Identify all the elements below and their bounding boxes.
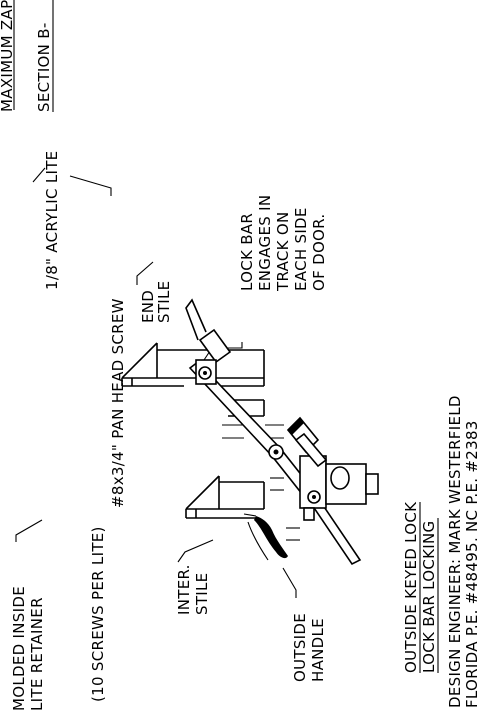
label-section: SECTION B- [35, 22, 53, 112]
design-engineer-block: DESIGN ENGINEER: MARK WESTERFIELD FLORID… [446, 395, 477, 708]
label-inter-stile-line2: STILE [193, 573, 211, 615]
break-lines [222, 424, 300, 541]
label-outside-handle-line2: HANDLE [309, 618, 327, 682]
label-molded-retainer-line2: LITE RETAINER [28, 597, 46, 711]
outside-handle-drawing [243, 513, 288, 561]
label-inter-stile: INTER. STILE [175, 539, 214, 615]
title-line1: OUTSIDE KEYED LOCK [402, 501, 420, 673]
label-pan-head-screw-text: #8x3/4" PAN HEAD SCREW [109, 298, 127, 508]
leader-acrylic-lite [32, 167, 46, 183]
label-pan-head-screw: #8x3/4" PAN HEAD SCREW [69, 175, 127, 508]
label-lock-bar-line1: LOCK BAR [238, 213, 256, 291]
label-section-b: MAXIMUM ZAP SECTION B- [0, 0, 54, 183]
label-molded-retainer-line1: MOLDED INSIDE [10, 586, 28, 711]
label-inter-stile-line1: INTER. [175, 564, 193, 615]
engineer-line2: FLORIDA P.E. #48495, NC P.E. #2383 [463, 420, 477, 708]
label-lock-bar-line5: OF DOOR. [310, 214, 328, 291]
lock-bar-drawing [185, 298, 362, 566]
end-stile-drawing [121, 342, 264, 387]
leader-inter-stile [177, 539, 214, 563]
label-end-stile: END STILE [136, 261, 173, 323]
leader-end-stile [136, 261, 154, 285]
engineer-line1: DESIGN ENGINEER: MARK WESTERFIELD [446, 395, 464, 708]
inter-stile-drawing [185, 399, 264, 519]
label-lock-bar-line4: EACH SIDE [292, 207, 310, 291]
label-end-stile-line2: STILE [155, 281, 173, 323]
leader-outside-handle [282, 567, 297, 598]
lock-cylinder-drawing [268, 444, 379, 521]
label-lock-bar-engages: LOCK BAR ENGAGES IN TRACK ON EACH SIDE O… [203, 195, 328, 361]
label-acrylic-lite-text: 1/8" ACRYLIC LITE [43, 151, 61, 290]
title-line2: LOCK BAR LOCKING [420, 521, 438, 673]
label-section-top: MAXIMUM ZAP [0, 0, 16, 112]
label-outside-handle-line1: OUTSIDE [291, 613, 309, 682]
label-screws-per-lite: (10 SCREWS PER LITE) [89, 526, 107, 702]
label-lock-bar-line2: ENGAGES IN [256, 195, 274, 291]
label-lock-bar-line3: TRACK ON [274, 212, 292, 292]
drawing-title: OUTSIDE KEYED LOCK LOCK BAR LOCKING [402, 501, 439, 673]
label-molded-inside-lite-retainer: MOLDED INSIDE LITE RETAINER [10, 519, 46, 711]
label-end-stile-line1: END [139, 290, 157, 323]
label-outside-handle: OUTSIDE HANDLE [282, 567, 327, 682]
leader-molded-retainer [15, 519, 43, 542]
label-acrylic-lite: 1/8" ACRYLIC LITE [43, 151, 61, 290]
cam-knob-drawing [286, 416, 328, 468]
leader-pan-head-screw [69, 175, 112, 196]
